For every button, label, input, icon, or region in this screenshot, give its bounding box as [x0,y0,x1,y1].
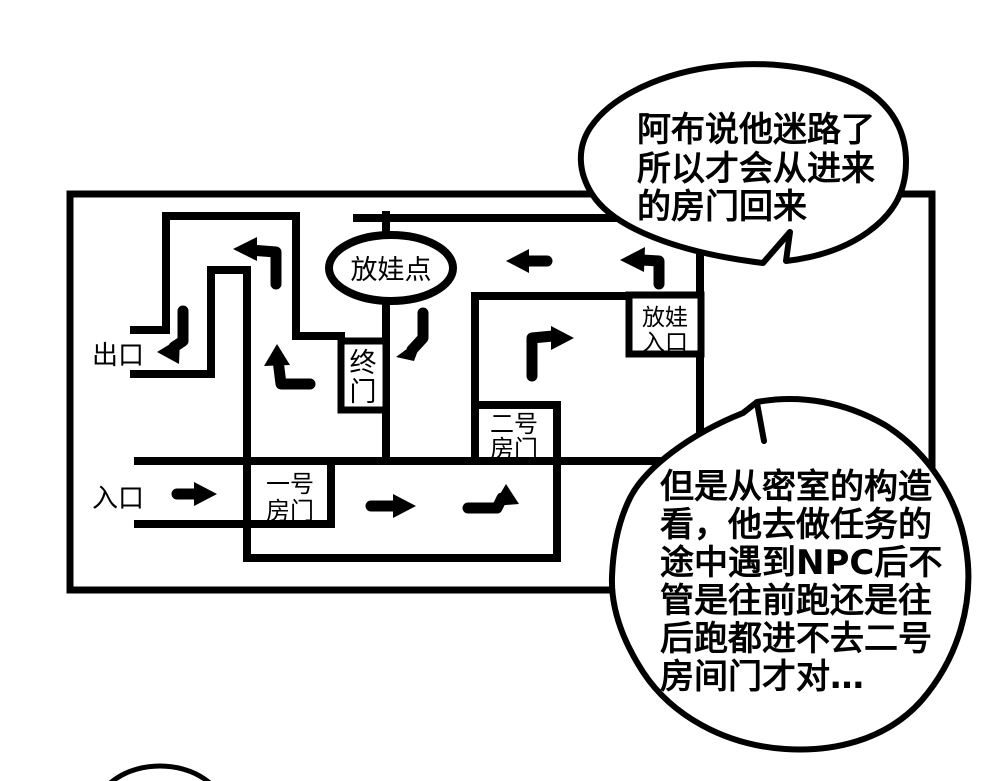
maze-map: 出口 入口 放娃点 终 门 一号 房门 二号 房门 放娃 入口 [66,190,936,594]
spawn-point-label: 放娃点 [351,255,432,286]
arrow-right-corridor [365,494,416,518]
speech-bubble-bottom: 但是从密室的构造 看，他去做任务的 途中遇到NPC后不 管是往前跑还是往 后跑都… [608,395,972,753]
room2-door-label-line2: 房门 [490,435,538,463]
final-door-box [337,337,390,414]
spawn-entrance-label-line2: 入口 [642,330,688,356]
speech-bubble-bottom-line3: 途中遇到NPC后不 [660,543,942,583]
arrow-up-then-left-top [233,237,282,290]
spawn-entrance-box [625,291,705,358]
arrow-down-then-left-spawn [396,307,429,361]
speech-bubble-bottom-line5: 后跑都进不去二号 [660,619,932,659]
arrow-down-then-left-exit [157,305,189,364]
final-door-label-line1: 终 [350,348,377,379]
speech-bubble-top-line1: 阿布说他迷路了 [637,110,875,150]
maze-outer-border [66,190,936,594]
arrow-left-then-up-center [264,344,316,390]
arrow-up-then-left-far-right [620,247,665,290]
speech-bubble-top: 阿布说他迷路了 所以才会从进来 的房门回来 [577,61,909,266]
spawn-entrance-label: 放娃 入口 [642,305,688,356]
speech-bubble-bottom-tail [754,400,767,444]
speech-bubble-bottom-line1: 但是从密室的构造 [660,467,932,507]
final-door-label-line2: 门 [350,377,377,408]
speech-bubble-top-line3: 的房门回来 [637,187,807,227]
wall-exit-lower-stairs-and-center [130,266,561,562]
speech-bubble-bottom-outline [608,395,972,753]
room2-door-label-line1: 二号 [490,410,538,438]
speech-bubble-partial [108,763,212,781]
entrance-label: 入口 [92,484,144,514]
speech-bubble-bottom-line4: 管是往前跑还是往 [660,581,932,621]
spawn-point-ellipse [325,231,457,305]
room1-door-label: 一号 房门 [266,470,314,525]
speech-bubble-bottom-line2: 看，他去做任务的 [660,505,932,545]
room1-door-label-line1: 一号 [266,470,314,498]
arrow-right-then-up-corridor [462,484,519,514]
speech-bubble-bottom-line6: 房间门才对… [660,657,864,697]
arrow-right-entrance [171,482,217,506]
final-door-label: 终 门 [350,348,377,408]
exit-label: 出口 [92,341,144,371]
spawn-entrance-label-line1: 放娃 [642,305,688,331]
room2-door-label: 二号 房门 [490,410,538,463]
wall-exit-upper-stairs [130,212,345,340]
arrow-left-upper-right [506,249,553,273]
room1-door-label-line2: 房门 [266,497,314,525]
speech-bubble-top-line2: 所以才会从进来 [637,149,875,189]
speech-bubble-top-outline [577,61,909,266]
arrow-up-then-right-room2 [526,326,574,382]
